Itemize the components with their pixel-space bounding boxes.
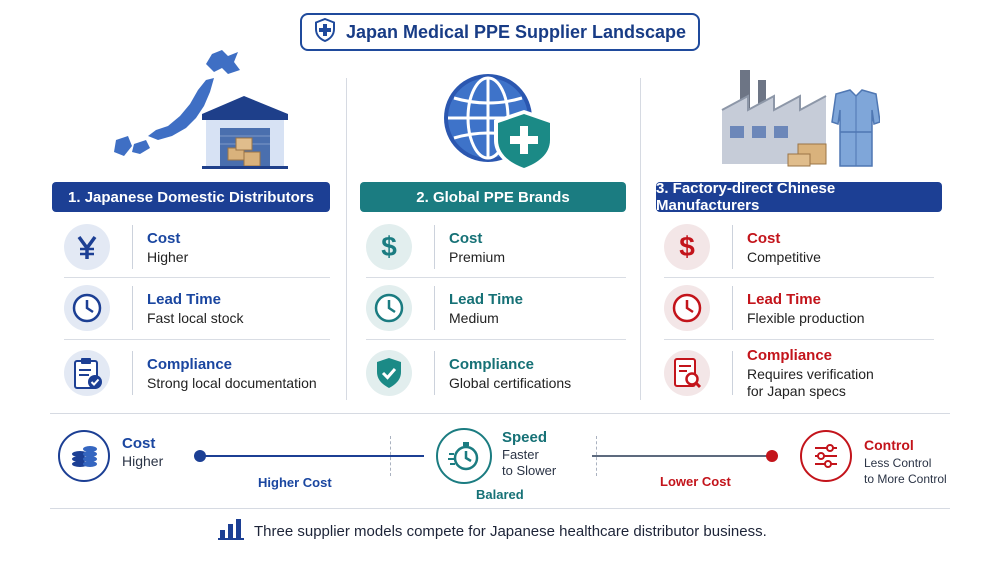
clock-icon <box>366 285 412 331</box>
shield-cross-icon <box>314 17 336 47</box>
clipboard-check-icon <box>64 350 110 396</box>
row-cost-chinese: $ Cost Competitive <box>664 218 821 276</box>
globe-shield-icon <box>440 68 560 177</box>
document-search-icon <box>664 350 710 396</box>
page-title: Japan Medical PPE Supplier Landscape <box>345 21 687 42</box>
row-value-line1: Requires verification <box>747 366 874 382</box>
row-label: Compliance <box>449 355 535 373</box>
section-divider <box>50 508 950 509</box>
row-value: Global certifications <box>449 374 572 391</box>
row-compliance-chinese: Compliance Requires verification for Jap… <box>664 344 874 402</box>
row-value: Higher <box>147 248 189 265</box>
row-value: Medium <box>449 309 499 326</box>
yen-icon <box>64 224 110 270</box>
spectrum-cost-value: Higher <box>122 453 164 469</box>
row-label: Compliance <box>747 347 833 364</box>
section-divider <box>50 413 950 414</box>
spectrum-speed: Speed Faster to Slower <box>502 428 556 479</box>
spectrum-cost: Cost Higher <box>122 434 163 469</box>
column-heading-domestic: 1. Japanese Domestic Distributors <box>52 182 330 212</box>
title-box: Japan Medical PPE Supplier Landscape <box>300 13 700 51</box>
higher-cost-label: Higher Cost <box>258 475 332 490</box>
row-label: Lead Time <box>449 290 523 308</box>
dollar-icon: $ <box>664 224 710 270</box>
spectrum-speed-label: Speed <box>502 429 548 446</box>
clock-icon <box>664 285 710 331</box>
clock-icon <box>64 285 110 331</box>
spectrum-line-left <box>200 455 424 457</box>
column-divider <box>346 78 347 400</box>
row-value-line2: for Japan specs <box>747 383 846 399</box>
row-cost-domestic: Cost Higher <box>64 218 188 276</box>
row-label: Compliance <box>147 355 233 373</box>
spectrum-control-label: Control <box>864 437 914 453</box>
row-label: Cost <box>147 229 181 247</box>
row-compliance-global: Compliance Global certifications <box>366 344 571 402</box>
bar-chart-icon <box>218 518 244 545</box>
spectrum-line-right <box>592 455 772 457</box>
row-value: Premium <box>449 248 506 265</box>
row-value: Competitive <box>747 248 821 265</box>
stopwatch-icon <box>436 428 492 484</box>
column-divider <box>640 78 641 400</box>
spectrum-speed-value-line2: to Slower <box>502 463 557 478</box>
shield-check-icon <box>366 350 412 396</box>
sliders-icon <box>800 430 852 482</box>
row-compliance-domestic: Compliance Strong local documentation <box>64 344 317 402</box>
row-lead-time-global: Lead Time Medium <box>366 279 523 337</box>
japan-map-warehouse-icon <box>110 48 290 175</box>
factory-gown-icon <box>718 66 881 173</box>
balanced-label: Balared <box>476 487 524 502</box>
spectrum-dash <box>390 436 391 476</box>
row-lead-time-chinese: Lead Time Flexible production <box>664 279 865 337</box>
spectrum-end-dot <box>766 450 778 462</box>
row-value: Fast local stock <box>147 309 244 326</box>
spectrum-control-value-line2: to More Control <box>864 472 947 486</box>
spectrum-control: Control Less Control to More Control <box>864 436 947 487</box>
row-label: Cost <box>747 229 781 247</box>
footer: Three supplier models compete for Japane… <box>218 518 767 545</box>
coins-icon <box>58 430 110 482</box>
spectrum-control-value-line1: Less Control <box>864 456 932 470</box>
row-value: Flexible production <box>747 309 865 326</box>
row-lead-time-domestic: Lead Time Fast local stock <box>64 279 243 337</box>
dollar-icon: $ <box>366 224 412 270</box>
column-heading-chinese: 3. Factory-direct Chinese Manufacturers <box>656 180 942 214</box>
row-label: Lead Time <box>147 290 221 308</box>
row-value: Strong local documentation <box>147 374 317 391</box>
row-label: Cost <box>449 229 483 247</box>
spectrum-speed-value-line1: Faster <box>502 447 539 462</box>
row-cost-global: $ Cost Premium <box>366 218 505 276</box>
footer-caption: Three supplier models compete for Japane… <box>254 523 767 540</box>
row-label: Lead Time <box>747 290 821 308</box>
column-heading-global: 2. Global PPE Brands <box>360 182 626 212</box>
lower-cost-label: Lower Cost <box>660 474 731 489</box>
spectrum-cost-label: Cost <box>122 435 156 452</box>
